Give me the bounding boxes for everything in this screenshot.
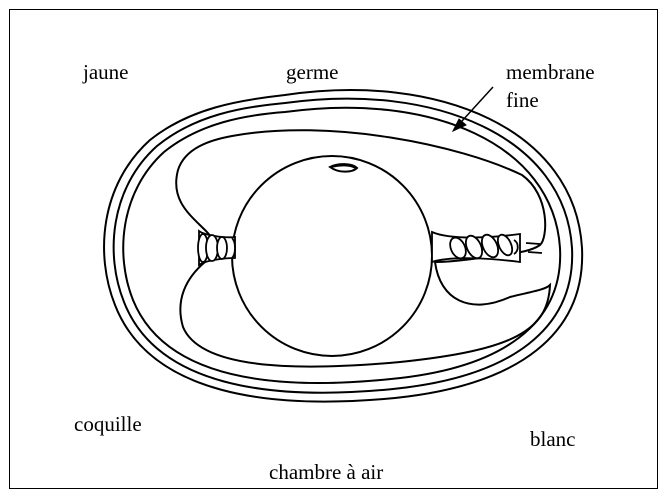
membrane-arrow-line	[462, 87, 493, 121]
label-membrane-line1: membrane	[506, 62, 595, 83]
label-air-chamber: chambre à air	[269, 462, 383, 483]
label-white: blanc	[530, 429, 575, 450]
label-yolk: jaune	[83, 62, 128, 83]
label-shell: coquille	[74, 414, 142, 435]
left-chalaza	[198, 231, 235, 265]
right-chalaza	[432, 232, 542, 262]
yolk-circle	[232, 156, 432, 356]
label-germ: germe	[286, 62, 338, 83]
label-membrane-line2: fine	[506, 90, 539, 111]
